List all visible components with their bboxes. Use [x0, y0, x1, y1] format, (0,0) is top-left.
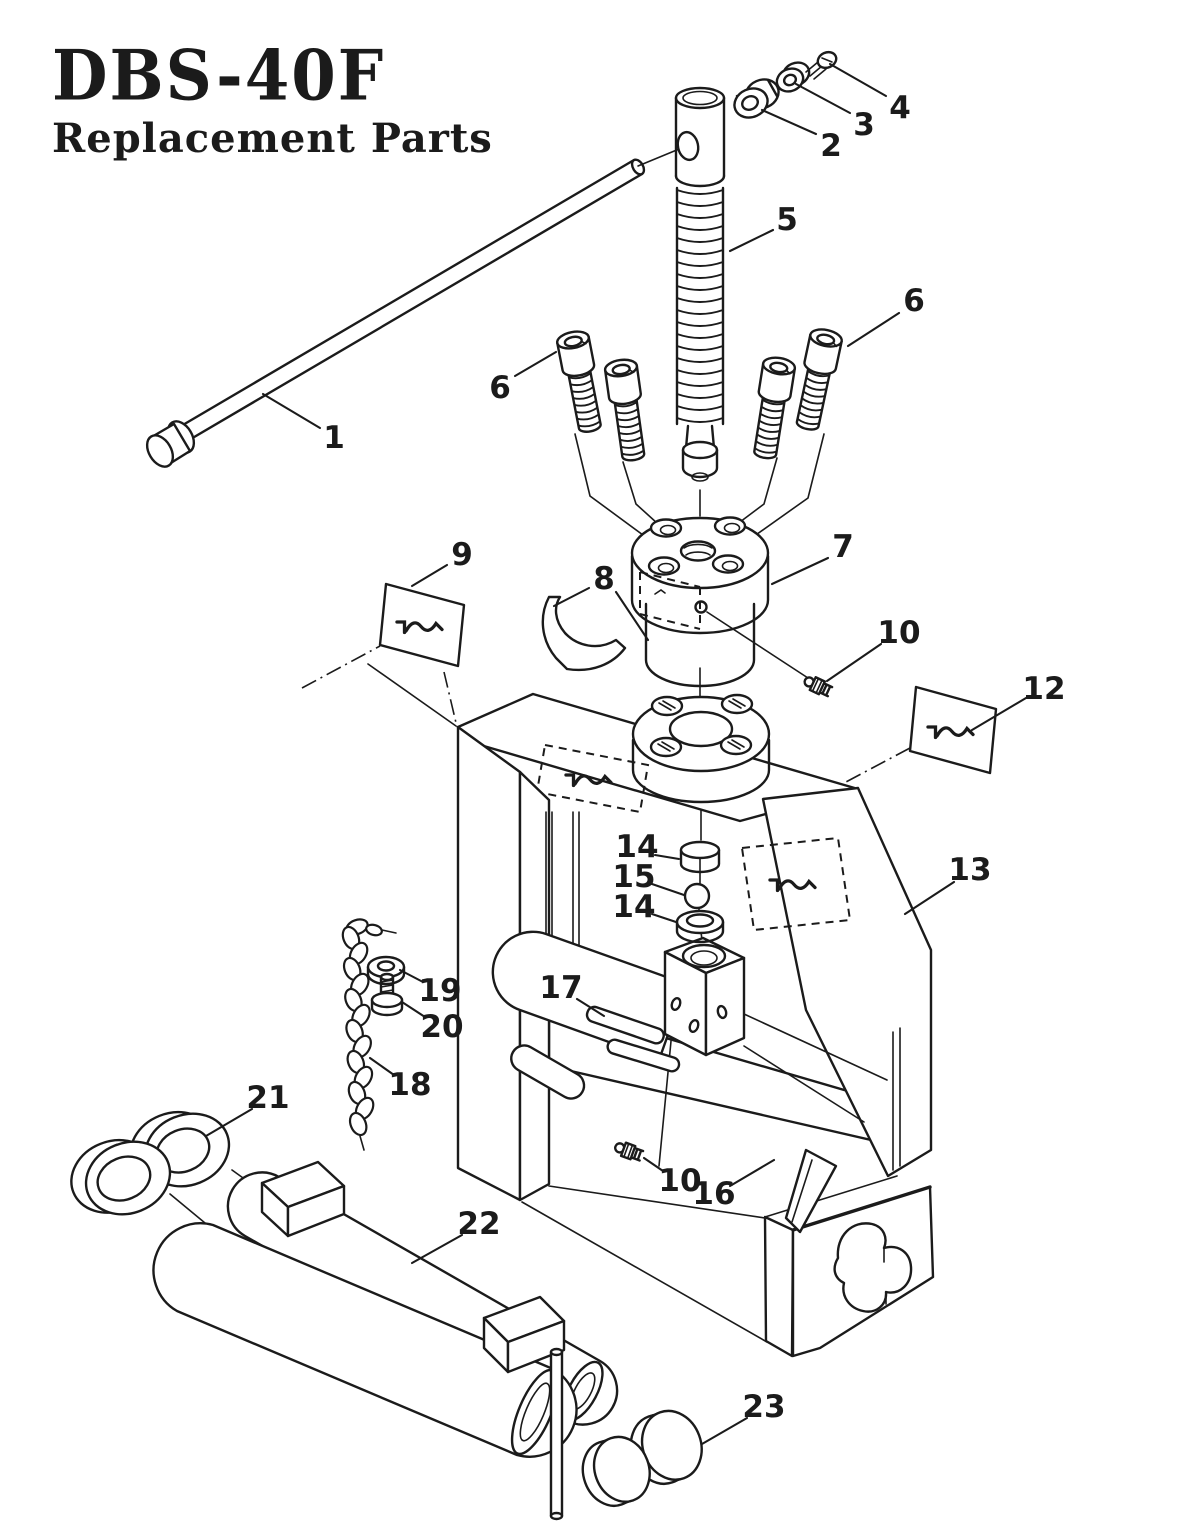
callout-leader-9 [410, 563, 449, 588]
callout-leader-15 [650, 882, 686, 897]
callout-leader-1 [261, 392, 322, 430]
callout-leader-8 [552, 586, 591, 608]
part-17-pins[interactable] [585, 1005, 681, 1073]
part-callout-14: 14 [612, 889, 655, 925]
part-callout-6: 6 [903, 283, 925, 319]
cap-screw [603, 358, 646, 462]
part-2-bushing[interactable] [730, 74, 783, 122]
page-subtitle: Replacement Parts [52, 115, 493, 163]
part-21-bearing-cups[interactable] [60, 1095, 351, 1301]
left-foot-slot [510, 1044, 586, 1100]
part-callout-18: 18 [388, 1067, 431, 1103]
callout-leader-19 [398, 968, 425, 984]
page-title: DBS-40F [52, 35, 386, 117]
part-callout-13: 13 [948, 852, 991, 888]
callout-leader-2 [760, 108, 818, 136]
callout-leader-22 [410, 1233, 464, 1265]
callout-leader-13 [903, 880, 956, 916]
cap-screw [556, 330, 602, 433]
part-callout-9: 9 [451, 537, 473, 573]
callout-leader-6 [846, 311, 901, 348]
part-7-swivel-nut[interactable] [630, 516, 770, 688]
right-foot-side [763, 1215, 795, 1358]
part-8-shim[interactable] [541, 595, 627, 672]
callout-leader-12 [970, 696, 1028, 732]
callout-leader-8 [614, 590, 650, 642]
callout-leader-3 [794, 82, 852, 115]
part-callout-15: 15 [612, 859, 655, 895]
frame-top-flange [631, 693, 771, 804]
callout-leader-5 [728, 228, 775, 253]
callout-leader-4 [828, 62, 888, 98]
callout-leader-7 [770, 556, 830, 586]
part-callout-2: 2 [820, 128, 842, 164]
key-block [482, 1295, 566, 1374]
part-15-ball [683, 882, 711, 910]
part-callout-20: 20 [420, 1009, 463, 1045]
part-callout-19: 19 [418, 973, 461, 1009]
callout-leader-6 [513, 350, 558, 378]
part-callout-7: 7 [832, 529, 854, 565]
cap-screw [795, 328, 843, 431]
part-22-roller-assembly[interactable] [152, 1160, 619, 1521]
part-callout-16: 16 [692, 1176, 735, 1212]
part-callout-17: 17 [539, 970, 582, 1006]
callout-leader-10 [825, 642, 883, 683]
part-callout-10: 10 [877, 615, 920, 651]
part-callout-4: 4 [889, 90, 911, 126]
part-4-screw[interactable] [805, 49, 839, 80]
part-callout-12: 12 [1022, 671, 1065, 707]
part-14-seat [679, 840, 721, 874]
part-9-decal-plate[interactable] [378, 582, 466, 668]
part-callout-14: 14 [615, 829, 658, 865]
part-3-washer[interactable] [773, 58, 813, 95]
cap-screw [753, 356, 797, 460]
part-12-decal-plate[interactable] [908, 685, 998, 775]
key-block [260, 1160, 346, 1238]
part-callout-22: 22 [457, 1206, 500, 1242]
callout-leader-18 [368, 1056, 396, 1077]
part-callout-3: 3 [853, 107, 875, 143]
callout-leader-14 [650, 912, 678, 924]
part-callout-6: 6 [489, 370, 511, 406]
foot-cutout [833, 1222, 913, 1313]
part-callout-1: 1 [323, 420, 345, 456]
callout-leader-14 [653, 853, 681, 861]
part-5-feed-screw[interactable] [674, 86, 726, 482]
part-18-chain[interactable] [340, 917, 397, 1151]
part-14-race [675, 909, 725, 944]
part-callout-23: 23 [742, 1389, 785, 1425]
parts-14-15-stack[interactable] [675, 840, 725, 944]
callout-leader-10 [642, 1156, 665, 1173]
title-block: DBS-40F Replacement Parts [52, 40, 493, 162]
part-23-end-caps[interactable] [574, 1403, 711, 1514]
part-callout-21: 21 [246, 1080, 289, 1116]
callout-leader-21 [204, 1107, 254, 1138]
callout-leader-17 [575, 997, 606, 1018]
part-1-handle-bar[interactable] [142, 146, 685, 471]
part-20-screw[interactable] [370, 972, 404, 1017]
part-callout-10: 10 [658, 1163, 701, 1199]
part-6-cap-screws[interactable] [556, 327, 844, 550]
guide-rods [545, 811, 580, 963]
part-callout-8: 8 [593, 561, 615, 597]
foot-wedge [784, 1148, 838, 1234]
callout-leader-23 [700, 1416, 749, 1446]
carriage-nut-block[interactable] [663, 936, 888, 1123]
part-callout-5: 5 [776, 202, 798, 238]
callout-leader-16 [728, 1158, 776, 1188]
part-10-grease-fitting-upper[interactable] [706, 611, 834, 698]
callout-leader-20 [400, 1000, 427, 1019]
axle-rod [549, 1347, 564, 1521]
